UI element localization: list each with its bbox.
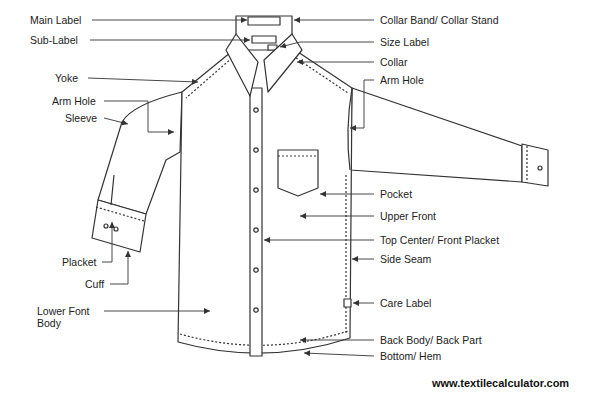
leader-line (294, 20, 374, 21)
leader-line (320, 194, 374, 195)
leader-line (102, 222, 112, 262)
leader-line (352, 259, 374, 260)
part-label: Arm Hole (52, 95, 96, 107)
part-label: Top Center/ Front Placket (380, 234, 499, 246)
part-label: Lower Font Body (37, 305, 99, 329)
right-sleeve (350, 88, 522, 182)
button (254, 228, 258, 232)
part-label: Pocket (380, 188, 412, 200)
button (254, 188, 258, 192)
leader-line (300, 216, 374, 217)
cuff-button (104, 224, 108, 228)
leader-line (353, 303, 374, 304)
main-label-tag (248, 17, 280, 25)
part-label: Bottom/ Hem (380, 350, 441, 362)
part-label: Cuff (85, 278, 104, 290)
sub-label-tag (252, 36, 276, 43)
leader-line (88, 78, 198, 82)
part-label: Sub-Label (30, 34, 78, 46)
cuff-stitch (96, 207, 144, 221)
leader-line (350, 80, 374, 128)
part-label: Main Label (30, 14, 81, 26)
leader-line (264, 240, 374, 241)
front-placket (250, 88, 262, 356)
button (254, 108, 258, 112)
cuff-button (114, 227, 118, 231)
leader-line (110, 251, 128, 284)
part-label: Size Label (380, 36, 429, 48)
cuff-stitch (526, 146, 527, 183)
left-sleeve (98, 92, 182, 214)
button (254, 308, 258, 312)
leader-line (280, 42, 374, 47)
side-seam-stitch (345, 175, 346, 335)
shirt-body (178, 48, 352, 353)
part-label: Upper Front (380, 210, 436, 222)
shirt-drawing (92, 16, 548, 356)
left-cuff (92, 200, 146, 252)
leader-line (304, 353, 374, 356)
pocket-stitch (278, 155, 318, 156)
collar-wing (226, 34, 258, 96)
button (254, 148, 258, 152)
pocket (278, 150, 318, 196)
leader-line (297, 62, 374, 63)
watermark: www.textilecalculator.com (432, 377, 569, 389)
right-cuff (522, 144, 548, 186)
part-label: Back Body/ Back Part (380, 334, 482, 346)
button (254, 268, 258, 272)
sleeve-placket-line (111, 175, 114, 205)
part-label: Sleeve (65, 112, 97, 124)
leader-line (92, 20, 247, 21)
leader-lines (88, 20, 374, 356)
arm-hole-seam (348, 88, 352, 170)
leader-line (104, 101, 174, 132)
part-label: Yoke (55, 72, 78, 84)
yoke-stitch (296, 58, 348, 93)
hem-stitch (180, 331, 348, 345)
part-label: Placket (62, 256, 96, 268)
leader-line (104, 311, 210, 312)
part-label: Collar (380, 56, 407, 68)
part-label: Arm Hole (380, 74, 424, 86)
yoke-stitch (186, 58, 232, 98)
cuff-button (538, 166, 542, 170)
leader-line (104, 118, 128, 124)
part-label: Care Label (380, 297, 431, 309)
care-label-tag (344, 299, 351, 307)
part-label: Side Seam (380, 253, 431, 265)
leader-line (300, 340, 374, 341)
part-label: Collar Band/ Collar Stand (380, 14, 498, 26)
leader-line (90, 40, 250, 41)
